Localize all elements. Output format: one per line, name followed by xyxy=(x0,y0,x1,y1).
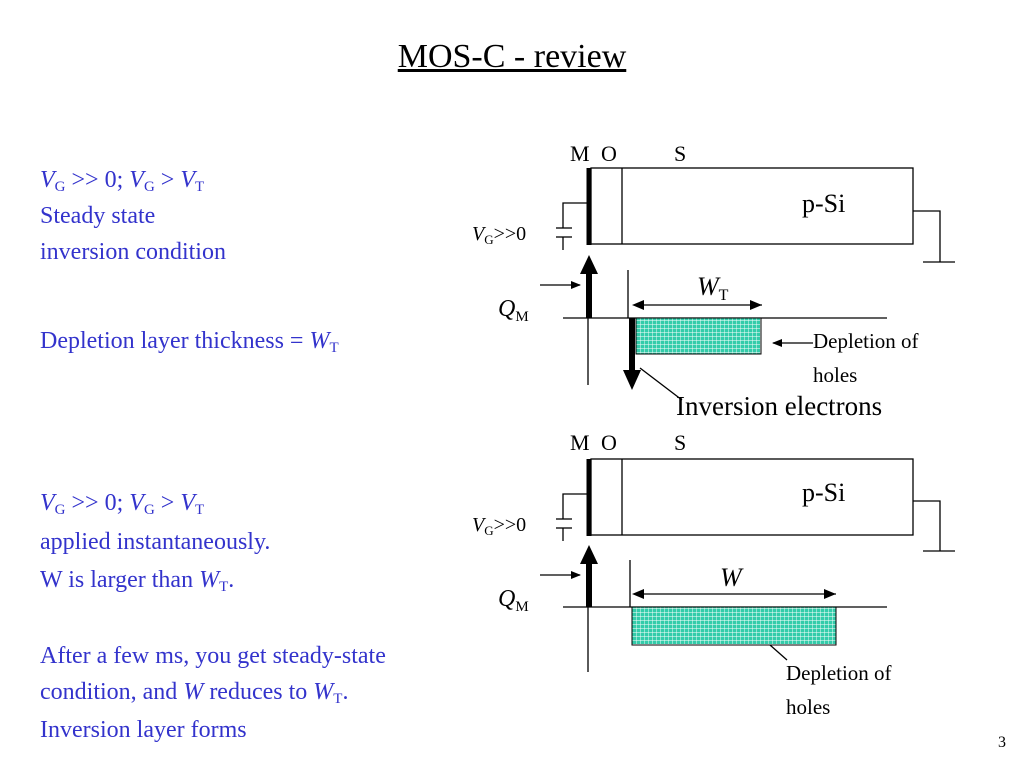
bottom-label-s: S xyxy=(674,430,686,455)
slide-title: MOS-C - review xyxy=(397,38,627,75)
top-depletion-region xyxy=(635,317,762,355)
bottom-depletion-pointer xyxy=(769,644,788,661)
bottom-qm-arrowhead xyxy=(580,545,598,564)
bottom-w-label: W xyxy=(720,563,744,592)
top-label-m: M xyxy=(570,141,590,166)
top-wt-arrow-right xyxy=(750,300,762,310)
top-qm-bar xyxy=(586,270,592,318)
top-inversion-pointer xyxy=(639,367,683,401)
w-larger-line: W is larger than WT. xyxy=(40,567,235,595)
top-inversion-bar xyxy=(629,318,635,372)
top-ground-wire xyxy=(913,210,941,262)
condition-line-2: VG >> 0; VG > VT xyxy=(40,490,205,518)
top-wt-arrow-left xyxy=(632,300,644,310)
top-gate-wire xyxy=(562,202,587,228)
steady-state-line: Steady state xyxy=(40,203,156,229)
inversion-layer-line: Inversion layer forms xyxy=(40,717,247,743)
top-mos-diagram: M O S p-Si VG>>0 QM xyxy=(472,141,955,421)
bottom-mos-diagram: M O S p-Si VG>>0 QM W Depletion of holes xyxy=(472,430,955,719)
top-depletion-label-2: holes xyxy=(813,363,857,387)
condition-line-1: VG >> 0; VG > VT xyxy=(40,167,205,195)
bottom-gate-wire xyxy=(562,493,587,519)
bottom-depletion-region xyxy=(631,606,837,646)
top-depletion-label-1: Depletion of xyxy=(813,329,919,353)
instantaneous-line: applied instantaneously. xyxy=(40,529,271,555)
top-label-s: S xyxy=(674,141,686,166)
bottom-psi-label: p-Si xyxy=(802,478,845,507)
top-psi-label: p-Si xyxy=(802,189,845,218)
inversion-condition-line: inversion condition xyxy=(40,239,226,265)
bottom-vg-label: VG>>0 xyxy=(472,514,526,538)
bottom-ground-wire xyxy=(913,500,941,551)
top-semiconductor-box xyxy=(590,167,914,245)
depletion-thickness-line: Depletion layer thickness = WT xyxy=(40,328,339,356)
top-label-o: O xyxy=(601,141,617,166)
top-qm-arrowhead xyxy=(580,255,598,274)
top-vg-label: VG>>0 xyxy=(472,223,526,247)
page-number: 3 xyxy=(998,734,1006,751)
top-inversion-label: Inversion electrons xyxy=(676,391,882,421)
bottom-w-arrow-right xyxy=(824,589,836,599)
bottom-semiconductor-box xyxy=(590,458,914,536)
bottom-label-m: M xyxy=(570,430,590,455)
bottom-depletion-label-1: Depletion of xyxy=(786,661,892,685)
top-wt-label: WT xyxy=(697,272,729,304)
bottom-w-arrow-left xyxy=(632,589,644,599)
top-qm-label: QM xyxy=(498,296,529,325)
bottom-qm-label: QM xyxy=(498,586,529,615)
bottom-depletion-label-2: holes xyxy=(786,695,830,719)
top-inversion-arrowhead xyxy=(623,370,641,390)
w-reduces-line: condition, and W reduces to WT. xyxy=(40,679,349,707)
after-ms-line: After a few ms, you get steady-state xyxy=(40,643,386,669)
bottom-label-o: O xyxy=(601,430,617,455)
bottom-qm-bar xyxy=(586,560,592,607)
